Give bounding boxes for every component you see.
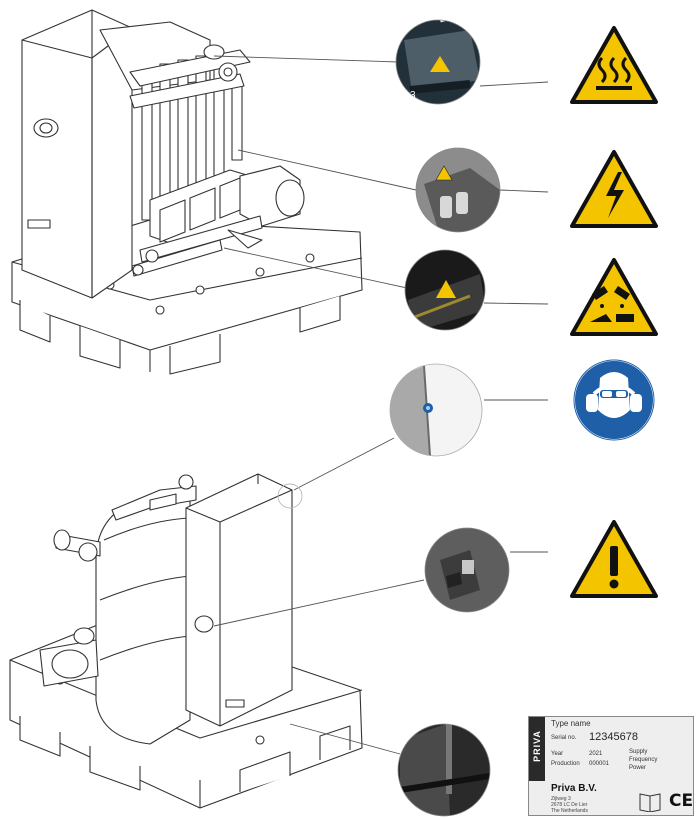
callout-number: 3	[410, 90, 416, 101]
type-plate: PRIVA Type name Serial no. 12345678 Year…	[528, 716, 694, 816]
detail-circle-eye-protection	[389, 363, 483, 457]
detail-circle-electrical	[415, 147, 501, 233]
detail-circle-corrosive	[404, 249, 486, 331]
year-value: 2021	[589, 751, 603, 757]
year-label: Year	[551, 751, 564, 757]
brand-bar: PRIVA	[529, 717, 545, 781]
supply-label: Supply	[629, 749, 648, 755]
serial-value: 12345678	[589, 731, 638, 743]
hot-surface-warning-icon	[570, 26, 658, 104]
production-label: Production	[551, 761, 580, 767]
leader-lines	[213, 55, 549, 755]
production-value: 000001	[589, 761, 610, 767]
corrosive-substance-icon	[570, 258, 658, 336]
detail-circle-general-warning	[424, 527, 510, 613]
machine-top-view	[11, 9, 363, 375]
company-name: Priva B.V.	[551, 783, 597, 794]
frequency-label: Frequency	[629, 757, 658, 763]
detail-circle-type-plate	[397, 723, 491, 817]
serial-label: Serial no.	[551, 735, 577, 741]
type-name-label: Type name	[551, 719, 591, 728]
address-line-1: Zijlweg 3	[551, 796, 571, 802]
eye-ear-protection-icon	[573, 359, 655, 441]
manual-book-icon	[639, 793, 661, 812]
power-label: Power	[629, 765, 647, 771]
ce-mark: CE	[669, 791, 694, 811]
address-line-3: The Netherlands	[551, 808, 588, 814]
machine-bottom-view	[9, 473, 363, 809]
brand-logo: PRIVA	[532, 730, 542, 762]
general-warning-icon	[570, 520, 658, 598]
detail-circle-hot-surface: 3	[395, 19, 481, 105]
address-line-2: 2678 LC De Lier	[551, 802, 588, 808]
electrical-hazard-icon	[570, 150, 658, 228]
